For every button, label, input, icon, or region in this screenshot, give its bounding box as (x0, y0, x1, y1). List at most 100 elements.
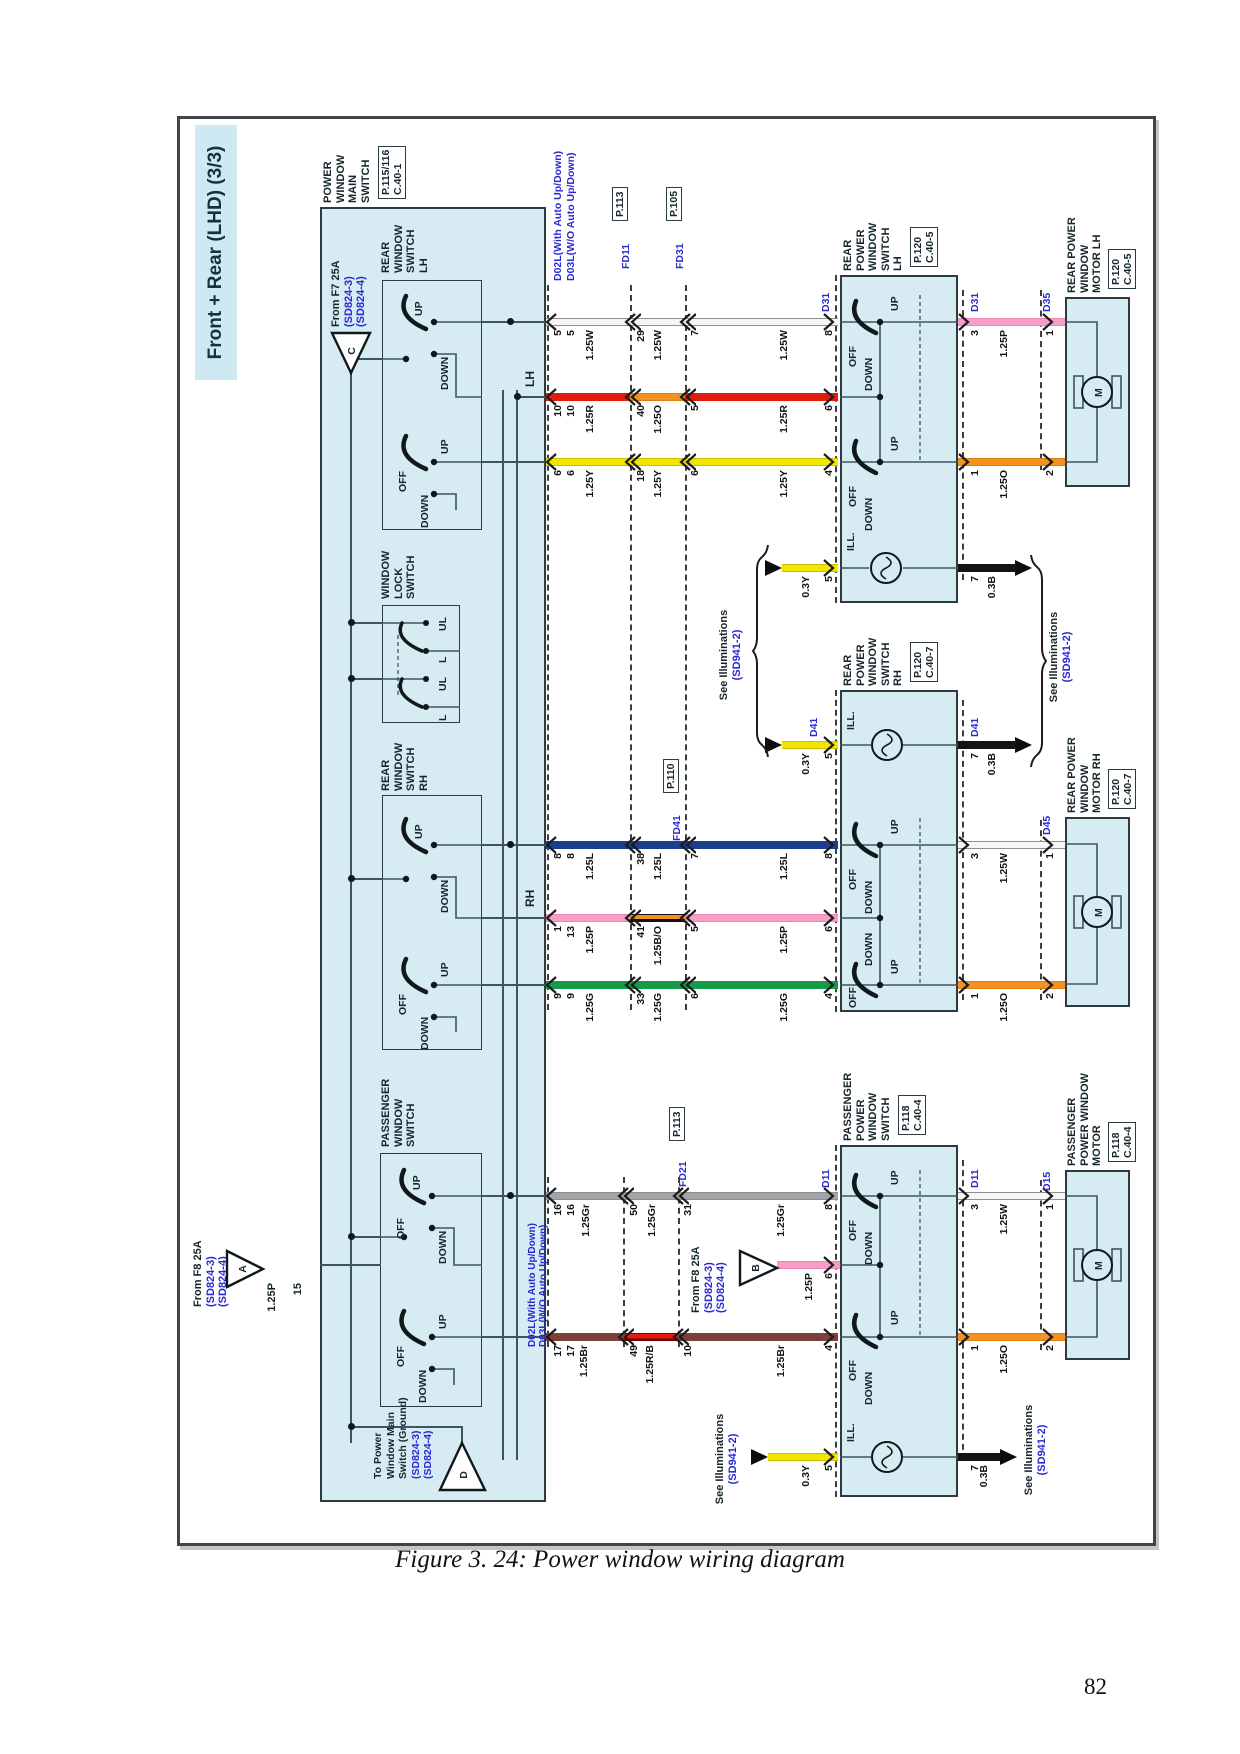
wire-entry-chevron (823, 453, 835, 471)
wire-size-label: 0.3Y (800, 1465, 812, 1487)
label-line: 15 (292, 1283, 304, 1296)
wire-pin-number: 7 (969, 1465, 981, 1471)
wire-entry-chevron (823, 313, 835, 331)
wire-size-label: 1.25O (998, 993, 1010, 1022)
wire-pin-number: 4 (823, 470, 835, 476)
bus-line-9 (461, 1426, 463, 1443)
wire-pin-number: 1 (1044, 330, 1056, 336)
svg-text:L: L (437, 714, 449, 721)
label-line: P.110 (665, 763, 677, 789)
label-line: LH (417, 258, 430, 273)
wire-size-label: 1.25G (652, 993, 664, 1022)
svg-text:DOWN: DOWN (437, 1231, 449, 1264)
svg-text:UP: UP (437, 1314, 449, 1329)
bus-line-6 (351, 878, 383, 880)
wire-pin-number: 5 (689, 405, 701, 411)
wire-size-label: 1.25P (998, 330, 1010, 358)
wire-size-label: 1.25O (998, 1345, 1010, 1374)
wire-pin-number: 5 (689, 926, 701, 932)
wire-pin-number: 29 (635, 330, 647, 342)
wire-size-label: 1.25B/O (652, 926, 664, 966)
label-from-f7: From F7 25A(SD824-3)(SD824-4) (330, 260, 368, 327)
wire-pin-number: 10 (552, 405, 564, 417)
svg-text:OFF: OFF (847, 345, 859, 367)
label-line: WINDOW (392, 1098, 405, 1147)
wire-pin-number: 7 (689, 853, 701, 859)
svg-text:UP: UP (889, 819, 901, 834)
wire-pin-number: 1 (552, 926, 564, 932)
wire-pin-number: 1 (1044, 1204, 1056, 1210)
rear-power-window-switch-rh-glyphs: OFF UP DOWN OFF UP DOWN ILL. (840, 711, 958, 1008)
connector-label-D35: D35 (1041, 292, 1053, 312)
label-line: P.120 (1110, 778, 1122, 805)
label-line: RH (892, 670, 904, 686)
wire-break-chevron (545, 388, 557, 406)
wire-size-label: 1.25P (584, 926, 596, 954)
svg-text:ILL.: ILL. (845, 532, 857, 551)
wire-break-chevron (545, 976, 557, 994)
wire-size-label: 1.25W (778, 330, 790, 361)
label-line: From F8 25A (690, 1246, 702, 1313)
label-line: REAR (842, 654, 854, 686)
wire-pin-number: 2 (1044, 993, 1056, 999)
svg-text:DOWN: DOWN (863, 881, 875, 914)
label-line: D02L(With Auto Up/Down) (552, 150, 564, 281)
wire-size-label: 1.25R/B (644, 1345, 656, 1384)
label-line: (SD941-2) (1060, 631, 1073, 683)
label-line: D02L(With Auto Up/Down) (527, 1223, 538, 1347)
label-lh-tag: LH (523, 371, 537, 387)
rear-window-switch-rh-glyphs: UP DOWN OFF UP DOWN (382, 816, 482, 1050)
svg-text:ILL.: ILL. (845, 1423, 857, 1442)
svg-text:DOWN: DOWN (863, 358, 875, 391)
label-line: P.113 (614, 191, 626, 217)
label-line: D03L(W/O Auto Up/Down) (537, 1224, 549, 1347)
illumination-arrow-icon (1000, 1449, 1017, 1465)
label-line: P.113 (671, 1111, 683, 1137)
label-line: To Power (372, 1432, 384, 1479)
label-line: WINDOW (1078, 244, 1091, 293)
svg-text:OFF: OFF (847, 485, 859, 507)
wire-pin-number: 9 (565, 993, 577, 999)
label-rh-tag: RH (523, 890, 537, 907)
svg-text:OFF: OFF (395, 1217, 407, 1239)
wire-break-chevron (545, 836, 557, 854)
wire-size-label: 1.25O (652, 405, 664, 434)
svg-text:L: L (437, 656, 449, 663)
label-line: WINDOW (334, 154, 347, 203)
wire-pin-number: 1 (1044, 853, 1056, 859)
label-line: SWITCH (879, 642, 892, 686)
bus-line-1 (502, 390, 504, 1460)
wire-size-label: 1.25Gr (580, 1204, 592, 1237)
rear-window-switch-lh-glyphs: UP DOWN OFF UP DOWN (382, 293, 482, 528)
connector-label-FD41: FD41 (671, 815, 683, 841)
label-line: POWER (854, 229, 867, 271)
label-line: SWITCH (405, 747, 417, 791)
svg-text:UP: UP (889, 436, 901, 451)
svg-text:DOWN: DOWN (863, 1232, 875, 1265)
svg-text:UP: UP (889, 1310, 901, 1325)
svg-text:UP: UP (889, 1170, 901, 1185)
wire-size-label: 1.25Br (775, 1345, 787, 1378)
wire-pin-number: 6 (565, 470, 577, 476)
wire-size-label: 1.25P (803, 1273, 815, 1301)
label-line: (SD824-4) (422, 1430, 434, 1479)
wire-break-chevron (679, 453, 696, 471)
svg-text:OFF: OFF (395, 1345, 407, 1367)
label-awire-pin: 15 (292, 1283, 305, 1305)
label-line: C.40-5 (924, 231, 936, 263)
wire-size-label: 1.25L (652, 853, 664, 880)
svg-text:UP: UP (439, 439, 451, 454)
wire-segment-P-6-2 (685, 914, 838, 922)
wire-break-chevron (624, 836, 641, 854)
svg-text:B: B (750, 1264, 762, 1272)
svg-text:UP: UP (439, 962, 451, 977)
